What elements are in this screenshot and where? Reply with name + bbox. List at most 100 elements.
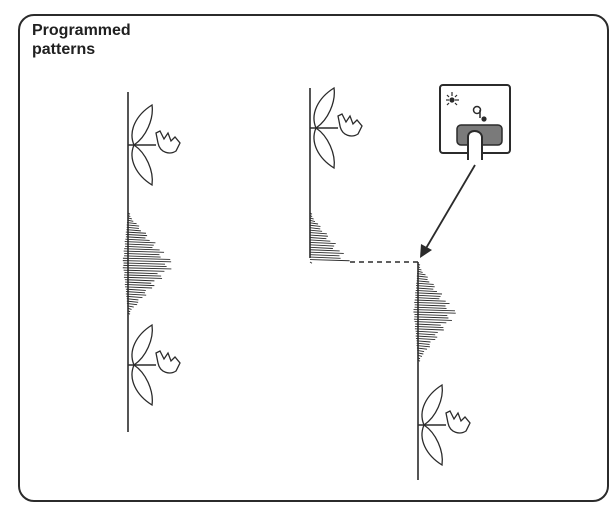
satin-stitch (125, 291, 146, 294)
satin-stitch (127, 310, 131, 313)
right-restart-satin (413, 263, 456, 362)
satin-stitch (126, 224, 140, 227)
satin-stitch (309, 227, 321, 230)
satin-stitch (122, 260, 172, 263)
satin-stitch (416, 342, 430, 345)
satin-stitch (417, 268, 422, 271)
satin-stitch (413, 318, 452, 321)
right-partial-satin (309, 212, 350, 264)
satin-stitch (417, 359, 421, 362)
satin-stitch (415, 292, 443, 295)
right-pattern-column (309, 87, 471, 480)
satin-stitch (127, 307, 132, 310)
left-satin-diamond (122, 212, 172, 315)
satin-stitch (126, 298, 139, 301)
satin-stitch (415, 297, 440, 300)
satin-stitch (417, 273, 426, 276)
satin-stitch (309, 261, 313, 264)
tulip-icon (417, 384, 471, 466)
figure-title-line-2: patterns (32, 41, 96, 58)
figure-title-line-1: Programmed (32, 22, 131, 39)
satin-stitch (124, 255, 161, 258)
satin-stitch (125, 281, 152, 284)
figure-title: Programmed patterns (32, 21, 131, 59)
satin-stitch (126, 295, 143, 298)
satin-stitch (309, 251, 344, 254)
satin-stitch (417, 352, 424, 355)
satin-stitch (414, 316, 449, 319)
satin-stitch (309, 234, 328, 237)
satin-stitch (125, 238, 150, 241)
satin-stitch (123, 269, 165, 272)
satin-stitch (125, 245, 153, 248)
satin-stitch (125, 231, 147, 234)
satin-stitch (123, 262, 166, 265)
satin-stitch (124, 253, 160, 256)
satin-stitch (125, 288, 146, 291)
satin-stitch (127, 217, 133, 220)
indicator-light-icon (446, 92, 459, 106)
satin-stitch (415, 333, 436, 336)
satin-stitch (416, 347, 428, 350)
tulip-icon (309, 87, 363, 169)
satin-stitch (309, 259, 350, 262)
satin-stitch (127, 212, 131, 215)
satin-stitch (309, 222, 319, 225)
satin-stitch (126, 303, 138, 306)
satin-stitch (415, 335, 438, 338)
left-pattern-column (122, 92, 181, 432)
satin-stitch (125, 293, 147, 296)
pattern-memory-symbol-icon (472, 105, 487, 122)
satin-stitch (417, 357, 421, 360)
satin-stitch (126, 222, 137, 225)
satin-stitch (417, 349, 425, 353)
satin-stitch (123, 250, 165, 253)
satin-stitch (415, 289, 437, 293)
satin-stitch (309, 217, 314, 220)
satin-stitch (125, 286, 153, 289)
satin-stitch (417, 270, 423, 273)
satin-stitch (123, 276, 163, 279)
satin-stitch (413, 309, 455, 312)
satin-stitch (414, 313, 448, 317)
satin-stitch (124, 241, 156, 244)
satin-stitch (414, 301, 450, 305)
satin-stitch (309, 241, 336, 245)
satin-stitch (127, 312, 131, 315)
satin-stitch (416, 275, 428, 278)
satin-stitch (125, 236, 146, 239)
satin-stitch (416, 287, 434, 290)
satin-stitch (309, 244, 335, 247)
satin-stitch (309, 229, 323, 232)
satin-stitch (309, 237, 327, 240)
satin-stitch (416, 340, 431, 343)
satin-stitch (414, 304, 446, 307)
satin-stitch (414, 328, 444, 331)
satin-stitch (126, 229, 141, 232)
tulip-icon (127, 324, 181, 406)
satin-stitch (415, 337, 436, 341)
satin-stitch (127, 305, 134, 308)
satin-stitch (415, 323, 441, 326)
satin-stitch (414, 299, 446, 302)
satin-stitch (122, 267, 172, 270)
satin-stitch (309, 249, 340, 252)
satin-stitch (416, 280, 430, 283)
satin-stitch (309, 246, 333, 249)
satin-stitch (414, 306, 447, 309)
tulip-icon (127, 104, 181, 186)
satin-stitch (126, 226, 139, 229)
satin-stitch (124, 279, 155, 282)
memory-button-press-icon (439, 84, 511, 160)
satin-stitch (417, 354, 423, 357)
satin-stitch (124, 283, 155, 287)
satin-stitch (127, 219, 134, 222)
satin-stitch (309, 254, 340, 257)
satin-stitch (416, 277, 428, 281)
satin-stitch (309, 239, 331, 242)
arrow-icon (420, 164, 476, 258)
satin-stitch (309, 212, 313, 215)
finger-icon (467, 130, 483, 160)
satin-stitch (127, 214, 131, 217)
